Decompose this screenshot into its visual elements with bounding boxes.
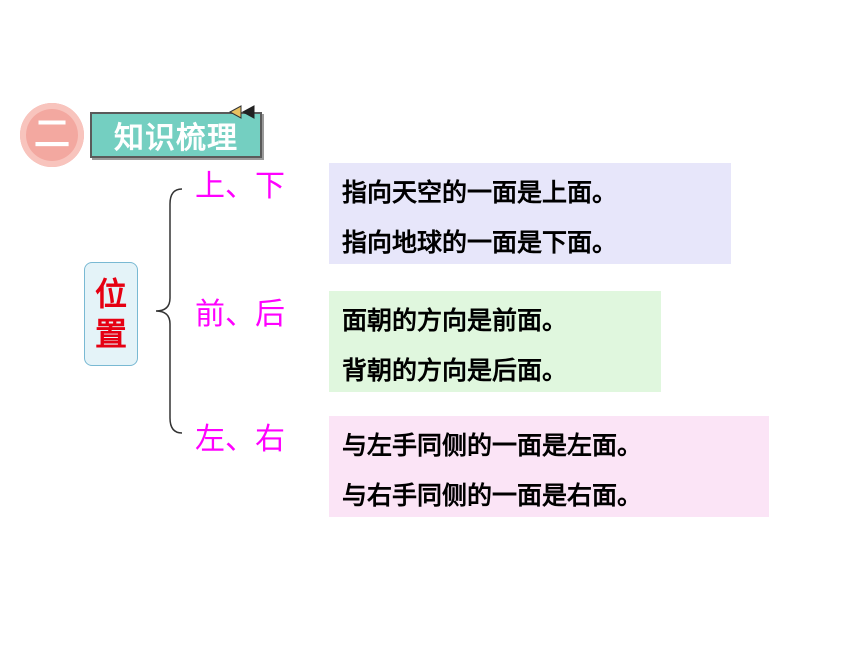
description-line: 与左手同侧的一面是左面。 [342,431,643,460]
section-number: 二 [33,114,70,155]
topic-char-2: 置 [94,315,127,353]
topic-char-1: 位 [94,275,127,313]
pair-label-left-right: 左、右 [195,422,285,457]
description-box-front-back: 面朝的方向是前面。 背朝的方向是后面。 [329,291,661,392]
description-line: 背朝的方向是后面。 [342,356,568,385]
description-line: 指向地球的一面是下面。 [342,228,618,257]
section-title-box: 知识梳理 [90,112,262,158]
section-number-badge: 二 [20,103,84,167]
description-line: 指向天空的一面是上面。 [342,178,618,207]
speaker-icon[interactable] [228,104,258,120]
pair-label-front-back: 前、后 [195,297,285,332]
section-title: 知识梳理 [114,121,238,156]
pair-label-up-down: 上、下 [195,169,285,204]
topic-box: 位 置 [84,262,138,366]
brace-icon [155,188,183,434]
description-line: 与右手同侧的一面是右面。 [342,481,643,510]
description-box-up-down: 指向天空的一面是上面。 指向地球的一面是下面。 [329,163,731,264]
description-line: 面朝的方向是前面。 [342,306,568,335]
description-box-left-right: 与左手同侧的一面是左面。 与右手同侧的一面是右面。 [329,416,769,517]
